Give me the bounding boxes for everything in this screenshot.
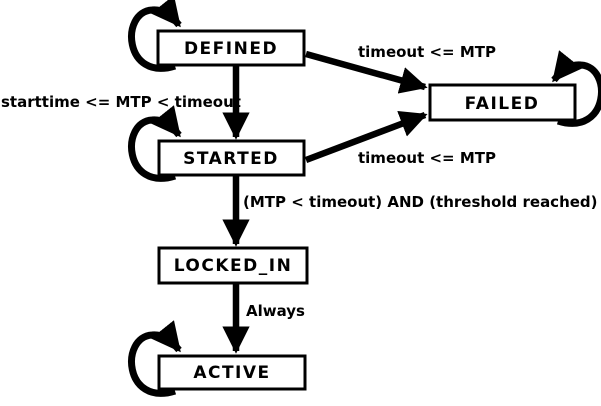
state-active-label: ACTIVE [193,363,270,383]
transition-label-started-locked-in: (MTP < timeout) AND (threshold reached) [243,193,598,211]
self-loop-defined-edge [128,0,182,72]
state-started-box [157,139,306,177]
self-loop-active-edge [128,320,182,397]
defined-to-failed-arrow [305,50,428,94]
transition-label-locked-in-active: Always [246,302,305,320]
state-failed: FAILED [428,83,577,122]
self-loop-started-edge [128,105,182,182]
state-locked-in: LOCKED_IN [157,246,309,285]
transition-label-started-failed: timeout <= MTP [358,149,496,167]
state-defined-label: DEFINED [184,39,278,59]
transition-started-locked-in: (MTP < timeout) AND (threshold reached) [222,176,598,247]
state-defined: DEFINED [156,29,306,67]
transition-label-defined-started: starttime <= MTP < timeout [1,93,241,111]
state-locked-in-box [157,246,309,285]
state-locked-in-label: LOCKED_IN [174,256,293,276]
state-started: STARTED [157,139,306,177]
state-defined-box [156,29,306,67]
state-active: ACTIVE [157,354,307,391]
transition-started-failed: timeout <= MTP [304,110,496,167]
started-to-failed-arrow [304,110,428,164]
state-active-box [157,354,307,391]
transition-locked-in-active: Always [222,284,305,354]
self-loop-failed-edge [551,50,601,127]
transition-defined-failed: timeout <= MTP [305,43,496,94]
state-failed-box [428,83,577,122]
transition-label-defined-failed: timeout <= MTP [358,43,496,61]
state-failed-label: FAILED [465,94,540,114]
transition-defined-started: starttime <= MTP < timeout [1,66,250,140]
state-started-label: STARTED [183,149,279,169]
